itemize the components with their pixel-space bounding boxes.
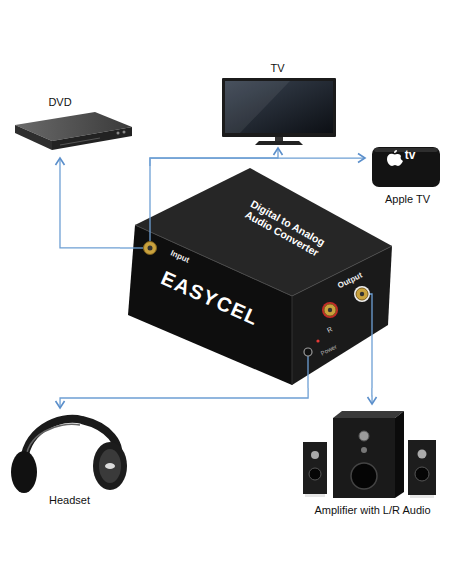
arrow-head (55, 158, 64, 165)
headset-badge (105, 463, 115, 469)
connector-arrow (368, 388, 377, 404)
subwoofer (333, 418, 395, 498)
tv-frame (222, 78, 336, 137)
leader-line (149, 166, 150, 248)
converter-edge (292, 296, 293, 385)
power-led (316, 339, 319, 342)
device-label: TV (215, 62, 340, 75)
dvd-side (15, 125, 52, 150)
input-jack (144, 242, 157, 255)
arrow-head (368, 397, 377, 404)
tv-neck (275, 137, 283, 141)
converter-illustration (128, 168, 392, 385)
device-label: DVD (35, 96, 85, 109)
printed-text: tv (399, 149, 421, 163)
satellite-speaker (303, 442, 327, 494)
converter-side (292, 246, 392, 385)
connector-arrow (56, 388, 309, 408)
sub-top (333, 411, 404, 418)
tv-screen (225, 81, 333, 133)
converter-front (128, 225, 292, 385)
speaker-cone (309, 468, 321, 480)
leader-lines (120, 166, 372, 388)
speaker-cone (418, 450, 427, 459)
dvd-button (123, 131, 126, 134)
satellite-speaker (408, 440, 436, 495)
device-node: Headset (2, 408, 137, 512)
device-node: Amplifier with L/R Audio (295, 404, 450, 520)
connector-arrow (150, 154, 365, 166)
jack-hole (328, 308, 332, 312)
device-node: DVD (5, 96, 135, 158)
ear-cushion (99, 449, 121, 483)
device-node: TV (215, 62, 340, 148)
rca-ring-red (322, 302, 338, 318)
arrow-head (358, 154, 365, 163)
jack-hole (360, 292, 364, 296)
connector-arrow (150, 148, 283, 166)
dvd-tray (60, 138, 100, 145)
jack-hole (148, 246, 153, 251)
connector-line (150, 148, 278, 166)
dvd-button (117, 132, 120, 135)
printed-text: Output (330, 268, 370, 294)
arrow-head (274, 148, 283, 155)
device-label: Apple TV (365, 193, 450, 206)
rca-jack (356, 288, 368, 300)
apple-tv-illustration (372, 147, 440, 187)
leader-line (307, 352, 308, 388)
connector-line (60, 388, 308, 408)
connector-line (371, 388, 372, 404)
connector-line (150, 158, 365, 166)
printed-text: R (324, 324, 337, 336)
apple-tv-body (372, 147, 440, 187)
speaker-foot (410, 495, 434, 498)
speaker-foot (305, 494, 325, 497)
speaker-cone (311, 451, 319, 459)
rca-jack (324, 304, 336, 316)
printed-text: Input (164, 246, 195, 267)
device-label: Amplifier with L/R Audio (295, 504, 450, 517)
leader-line (362, 294, 372, 388)
connector-arrow (55, 158, 120, 248)
headband-highlight (26, 424, 80, 462)
device-label: Digital to Analog Audio Converter (231, 191, 339, 265)
apple-logo (387, 150, 403, 166)
jacks (144, 242, 371, 357)
dvd-illustration (15, 112, 132, 150)
speaker-cone (415, 467, 429, 481)
tv-glare (225, 81, 290, 133)
tv-illustration (222, 78, 336, 145)
headphone-jack (304, 348, 312, 356)
arrow-head (56, 401, 65, 408)
device-node: Digital to Analog Audio ConverterInputEA… (120, 166, 395, 388)
tweeter (359, 431, 369, 441)
printed-text: EASYCEL (151, 264, 270, 334)
sub-side (395, 411, 404, 498)
dvd-front (52, 127, 132, 150)
rca-ring-white (354, 286, 370, 302)
earcup (11, 451, 37, 493)
tv-base (255, 141, 303, 145)
tweeter (361, 447, 367, 453)
device-label: Headset (2, 494, 137, 507)
printed-text: Power (316, 342, 342, 360)
device-node: Apple TV tv (365, 135, 450, 210)
speaker-illustration (303, 411, 436, 498)
headset-illustration (11, 419, 127, 493)
connector-line (60, 158, 120, 248)
woofer (351, 463, 377, 489)
earcup (93, 442, 127, 490)
